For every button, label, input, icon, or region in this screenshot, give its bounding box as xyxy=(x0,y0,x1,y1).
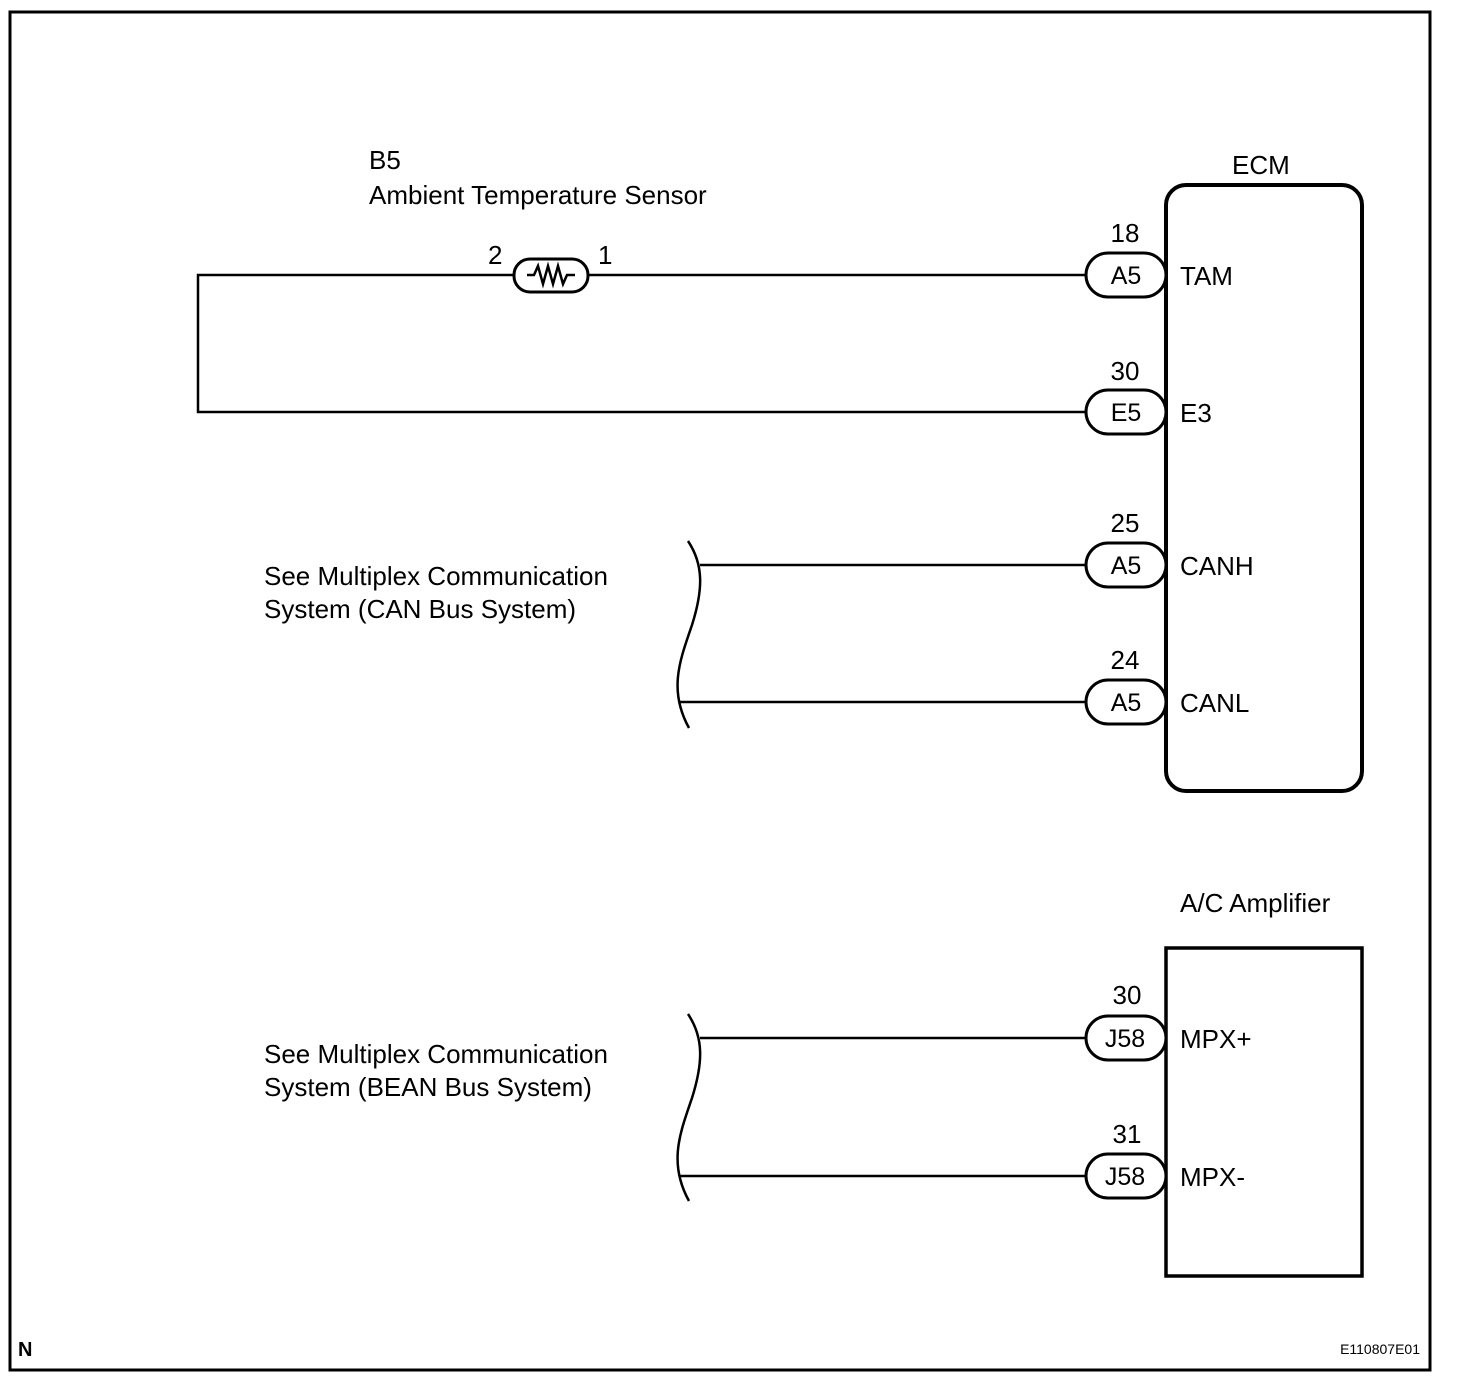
thermistor-icon xyxy=(512,257,590,294)
pin-number: 30 xyxy=(1111,356,1140,386)
pin-number: 24 xyxy=(1111,645,1140,675)
can-bus-bracket xyxy=(676,540,702,729)
figure-id: E110807E01 xyxy=(1340,1341,1420,1357)
can-note-line2: System (CAN Bus System) xyxy=(264,594,576,624)
signal-name: TAM xyxy=(1180,261,1233,291)
ecm-box xyxy=(1164,183,1364,793)
pin-number: 30 xyxy=(1113,980,1142,1010)
ecm-terminal-e3: 30 E5 E3 xyxy=(1084,356,1212,436)
connector-id: A5 xyxy=(1111,689,1142,717)
signal-name: E3 xyxy=(1180,398,1212,428)
ecm-terminal-tam: 18 A5 TAM xyxy=(1084,218,1233,299)
pin-number: 31 xyxy=(1113,1119,1142,1149)
pin-number: 25 xyxy=(1111,508,1140,538)
corner-mark: N xyxy=(18,1339,32,1361)
connector-id: A5 xyxy=(1111,262,1142,290)
connector-id: E5 xyxy=(1111,399,1142,427)
signal-name: CANL xyxy=(1180,688,1249,718)
signal-name: MPX+ xyxy=(1180,1024,1252,1054)
ecm-terminal-canh: 25 A5 CANH xyxy=(1084,508,1254,589)
bean-note-line1: See Multiplex Communication xyxy=(264,1039,608,1069)
can-note-line1: See Multiplex Communication xyxy=(264,561,608,591)
pin-number: 18 xyxy=(1111,218,1140,248)
connector-id: J58 xyxy=(1105,1163,1145,1191)
signal-name: MPX- xyxy=(1180,1162,1245,1192)
amplifier-title: A/C Amplifier xyxy=(1180,888,1331,918)
sensor-code: B5 xyxy=(369,145,401,175)
sensor-name: Ambient Temperature Sensor xyxy=(369,180,707,210)
bean-bus-bracket xyxy=(676,1013,702,1202)
connector-id: J58 xyxy=(1105,1025,1145,1053)
sensor-pin-1: 1 xyxy=(598,240,612,270)
connector-pill xyxy=(1084,388,1168,436)
bean-note-line2: System (BEAN Bus System) xyxy=(264,1072,592,1102)
wire-e3-ground xyxy=(196,273,1086,414)
diagram-frame xyxy=(8,10,1432,1372)
signal-name: CANH xyxy=(1180,551,1254,581)
connector-id: A5 xyxy=(1111,552,1142,580)
amp-terminal-mpx-minus: 31 J58 MPX- xyxy=(1084,1119,1245,1200)
connector-pill xyxy=(1084,251,1168,299)
amplifier-box xyxy=(1164,946,1364,1278)
sensor-pin-2: 2 xyxy=(488,240,502,270)
ecm-title: ECM xyxy=(1232,150,1290,180)
ecm-terminal-canl: 24 A5 CANL xyxy=(1084,645,1249,726)
amp-terminal-mpx-plus: 30 J58 MPX+ xyxy=(1084,980,1252,1062)
